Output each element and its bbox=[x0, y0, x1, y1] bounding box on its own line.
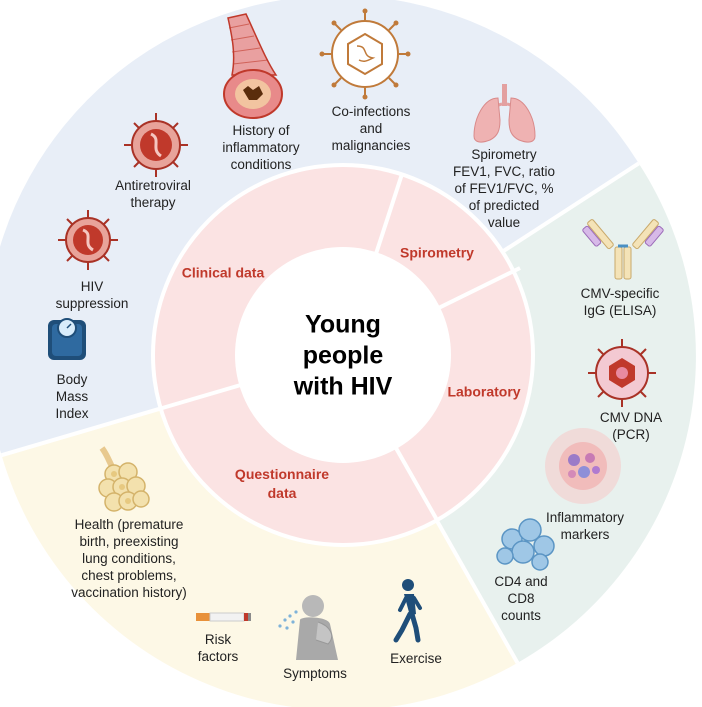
virus-icon bbox=[124, 113, 188, 177]
lungs-icon bbox=[473, 84, 536, 143]
cigarette-icon bbox=[196, 612, 251, 622]
label-cmv-igg: CMV-specific IgG (ELISA) bbox=[580, 286, 660, 318]
cells-icon bbox=[545, 428, 621, 504]
center-title: Young people with HIV bbox=[293, 310, 393, 401]
label-body-mass-index: Body Mass Index bbox=[55, 372, 89, 421]
coughing-person-icon bbox=[278, 595, 338, 660]
label-inflammatory-markers: Inflammatory markers bbox=[545, 510, 625, 542]
walking-person-icon bbox=[393, 579, 422, 643]
alveoli-icon bbox=[98, 446, 150, 512]
label-antiretroviral-therapy: Antiretroviral therapy bbox=[115, 178, 191, 210]
label-spirometry-detail: Spirometry FEV1, FVC, ratio of FEV1/FVC,… bbox=[452, 147, 556, 230]
label-risk-factors: Risk factors bbox=[197, 632, 239, 664]
label-symptoms: Symptoms bbox=[283, 666, 347, 681]
label-cd4-cd8: CD4 and CD8 counts bbox=[494, 574, 548, 623]
segment-label-clinical: Clinical data bbox=[181, 264, 265, 281]
label-hiv-suppression: HIV suppression bbox=[55, 279, 129, 311]
label-health: Health (premature birth, preexisting lun… bbox=[71, 517, 187, 600]
cell-cluster-icon bbox=[496, 518, 555, 571]
label-inflammatory-history: History of inflammatory conditions bbox=[222, 123, 300, 172]
segment-label-spirometry: Spirometry bbox=[400, 244, 474, 261]
label-cmv-dna: CMV DNA (PCR) bbox=[599, 410, 663, 442]
cmv-virus-icon bbox=[588, 339, 656, 407]
virus-icon bbox=[58, 210, 118, 270]
segment-label-questionnaire: Questionnaire data bbox=[234, 466, 330, 501]
scale-icon bbox=[48, 318, 86, 360]
label-coinfections: Co-infections and malignancies bbox=[331, 104, 411, 153]
airway-icon bbox=[223, 13, 283, 119]
label-exercise: Exercise bbox=[390, 651, 442, 666]
antibody-icon bbox=[582, 219, 664, 280]
segment-label-laboratory: Laboratory bbox=[447, 383, 521, 400]
virus-outline-icon bbox=[319, 8, 411, 100]
center-circle bbox=[235, 247, 451, 463]
